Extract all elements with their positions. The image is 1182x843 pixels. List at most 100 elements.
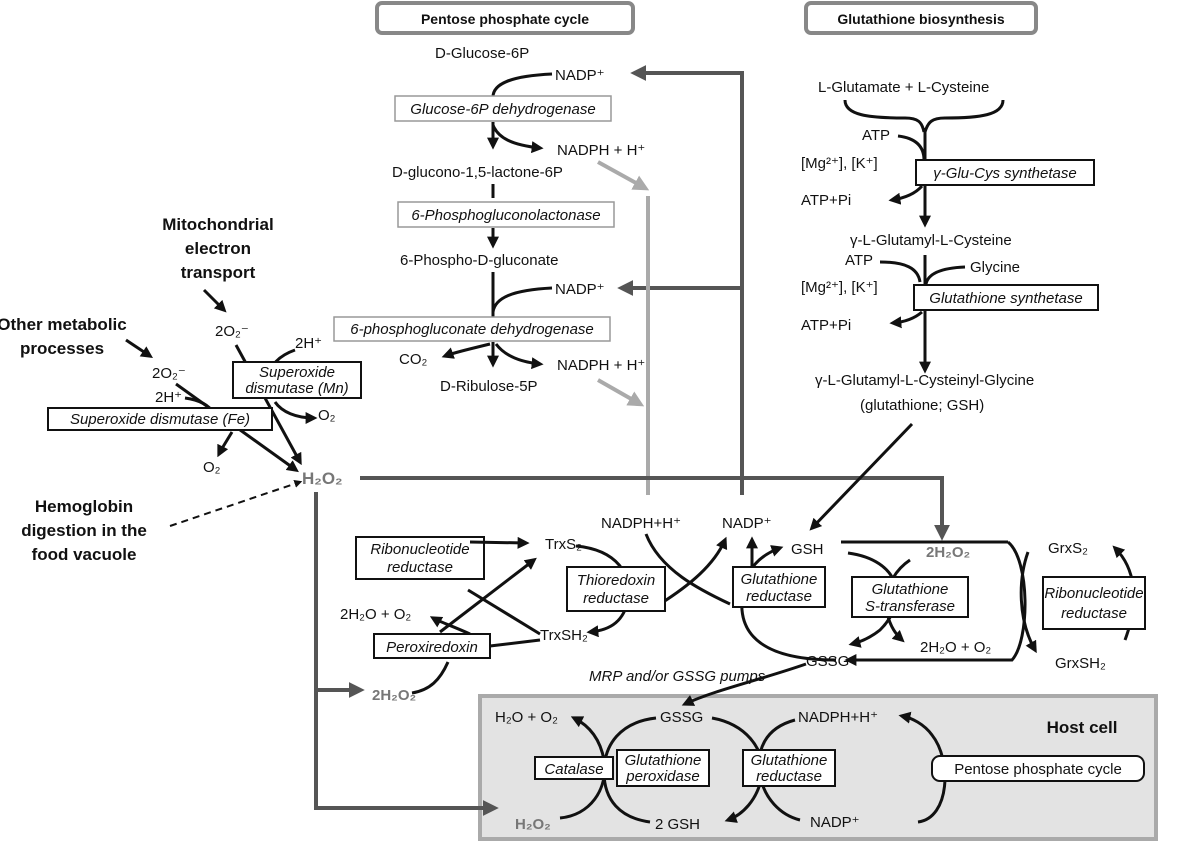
cofactors-1: [Mg²⁺], [K⁺] — [801, 155, 878, 172]
nadph-1-curve — [491, 124, 544, 154]
rnr-1-line-2: reductase — [387, 559, 453, 576]
nadp-1: NADP⁺ — [555, 67, 605, 84]
enzyme-g6pd-box — [394, 95, 612, 122]
rnr-2-box — [1042, 576, 1146, 630]
hemo-label-3: food vacuole — [32, 545, 137, 564]
gr-cycle-curve — [740, 545, 837, 662]
superoxide-1: 2O₂⁻ — [215, 323, 249, 340]
nadph-2: NADPH + H⁺ — [557, 357, 645, 374]
grxsh2: GrxSH₂ — [1055, 655, 1106, 672]
enzyme-6pgl-box — [397, 201, 615, 228]
cofactors-2: [Mg²⁺], [K⁺] — [801, 279, 878, 296]
trxsh2: TrxSH₂ — [540, 627, 588, 644]
hemo-label-2: digestion in the — [21, 521, 147, 540]
sod-mn-line-1: Superoxide — [259, 364, 335, 381]
host-ppc: Pentose phosphate cycle — [954, 761, 1122, 778]
host-nadp: NADP⁺ — [810, 814, 860, 831]
gpx-line-1: Glutathione — [625, 752, 702, 769]
superoxide-2: 2O₂⁻ — [152, 365, 186, 382]
atppi-1-curve — [888, 184, 924, 205]
prx-trxsh2-line — [489, 638, 541, 648]
sod-fe: Superoxide dismutase (Fe) — [70, 411, 250, 428]
nadp-2-curve — [491, 286, 553, 313]
h2o2-to-host-arrow — [314, 492, 499, 816]
sod-mn-box — [232, 361, 362, 399]
nadp-pool: NADP⁺ — [722, 515, 772, 532]
enzyme-6pgl: 6-Phosphogluconolactonase — [411, 207, 600, 224]
enzyme-g6pd: Glucose-6P dehydrogenase — [410, 101, 595, 118]
pentose-header-box — [375, 1, 635, 35]
h2o-o2-prx: 2H₂O + O₂ — [340, 606, 411, 623]
atp-2-curve — [879, 260, 922, 283]
h2o2-prx: 2H₂O₂ — [372, 687, 416, 704]
host-h2o-o2: H₂O + O₂ — [495, 709, 558, 726]
trxr-box — [566, 566, 666, 612]
gsh-short-name: (glutathione; GSH) — [860, 397, 984, 414]
rnr-1-line-1: Ribonucleotide — [370, 541, 469, 558]
gssg-pool: GSSG — [806, 653, 849, 670]
host-gssg: GSSG — [660, 709, 703, 726]
host-ppc-curve — [898, 711, 947, 824]
nadp-2: NADP⁺ — [555, 281, 605, 298]
host-2gsh: 2 GSH — [655, 816, 700, 833]
mito-label-1: Mitochondrial — [162, 215, 273, 234]
grx-to-gssg-line — [844, 540, 1027, 666]
enzyme-gcs: γ-Glu-Cys synthetase — [933, 165, 1076, 182]
peroxiredoxin: Peroxiredoxin — [386, 639, 478, 656]
hplus-1: 2H⁺ — [295, 335, 322, 352]
glycine: Glycine — [970, 259, 1020, 276]
host-h2o2: H₂O₂ — [515, 816, 551, 833]
host-gr-box — [742, 749, 836, 787]
catalase-box — [534, 756, 614, 780]
gluconolactone: D-glucono-1,5-lactone-6P — [392, 164, 563, 181]
gsh-full-name: γ-L-Glutamyl-L-Cysteinyl-Glycine — [815, 372, 1034, 389]
enzyme-6pgd: 6-phosphogluconate dehydrogenase — [350, 321, 594, 338]
arrow-gsh-to-pool — [809, 422, 914, 531]
enzyme-gcs-box — [915, 159, 1095, 186]
oxygen-2: O₂ — [203, 459, 221, 476]
h2o2-main: H₂O₂ — [302, 469, 343, 488]
gst-line-1: Glutathione — [872, 581, 949, 598]
mito-label-2: electron — [185, 239, 251, 258]
gr-line-1: Glutathione — [741, 571, 818, 588]
brace-left — [843, 99, 926, 133]
oxygen-1: O₂ — [318, 407, 336, 424]
hemo-arrow — [169, 480, 303, 527]
gst-line-2: S-transferase — [865, 598, 955, 615]
glutathione-header: Glutathione biosynthesis — [837, 11, 1004, 27]
glutathione-header-box — [804, 1, 1038, 35]
enzyme-gs-box — [913, 284, 1099, 311]
rnr-2-line-1: Ribonucleotide — [1044, 585, 1143, 602]
h2o2-gst: 2H₂O₂ — [926, 544, 970, 561]
catalase: Catalase — [544, 761, 603, 778]
hplus-2: 2H⁺ — [155, 389, 182, 406]
enzyme-6pgd-box — [333, 316, 611, 342]
other-arrow — [125, 338, 153, 358]
other-label-1: Other metabolic — [0, 315, 127, 334]
glutamate-cysteine: L-Glutamate + L-Cysteine — [818, 79, 989, 96]
nadph-1: NADPH + H⁺ — [557, 142, 645, 159]
phosphogluconate: 6-Phospho-D-gluconate — [400, 252, 558, 269]
nadph-pool: NADPH+H⁺ — [601, 515, 681, 532]
host-gr-line-2: reductase — [756, 768, 822, 785]
co2: CO₂ — [399, 351, 428, 368]
enzyme-gs: Glutathione synthetase — [929, 290, 1082, 307]
host-gr-line-1: Glutathione — [751, 752, 828, 769]
prx-h2o2-curve — [411, 661, 450, 695]
glutamyl-cysteine: γ-L-Glutamyl-L-Cysteine — [850, 232, 1012, 249]
atp-1: ATP — [862, 127, 890, 144]
trxr-line-1: Thioredoxin — [577, 572, 655, 589]
rnr-2-line-2: reductase — [1061, 605, 1127, 622]
o2-1-curve — [273, 401, 318, 424]
atppi-2-curve — [889, 310, 923, 329]
grxs2: GrxS₂ — [1048, 540, 1088, 557]
host-nadph: NADPH+H⁺ — [798, 709, 878, 726]
h2o-o2-gst: 2H₂O + O₂ — [920, 639, 991, 656]
host-ppc-box — [931, 755, 1145, 782]
glycine-curve — [924, 265, 966, 285]
trxr-line-2: reductase — [583, 590, 649, 607]
gst-gssg-curve — [847, 551, 899, 648]
nadp-1-curve — [491, 72, 553, 98]
nadph-arrow-mid — [597, 378, 645, 407]
sod-mn-line-2: dismutase (Mn) — [245, 380, 348, 397]
